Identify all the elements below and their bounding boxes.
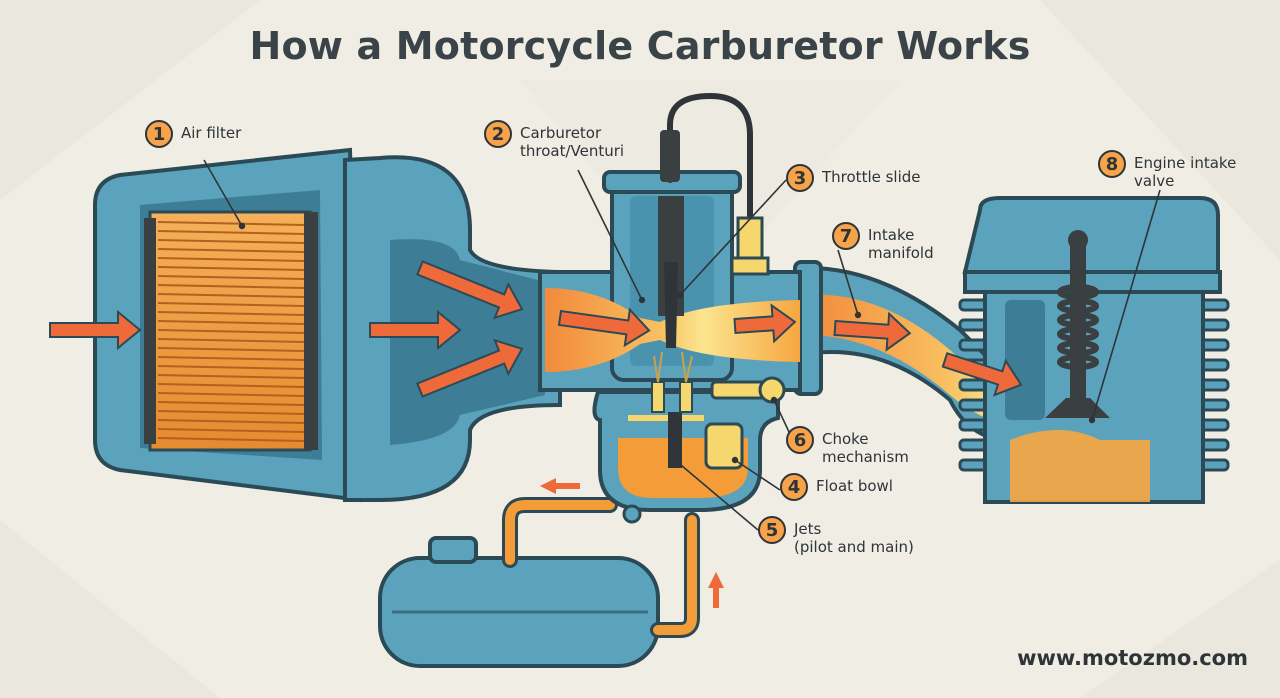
callout-number: 6 (786, 426, 814, 454)
callout-number: 1 (145, 120, 173, 148)
callout-choke: 6 Choke mechanism (786, 426, 909, 466)
flow-arrow (733, 303, 797, 344)
callout-label: Air filter (181, 124, 242, 142)
air-filter-element (144, 210, 318, 452)
callout-label: Carburetor throat/Venturi (520, 124, 625, 160)
engine-head (958, 196, 1230, 504)
callout-number: 5 (758, 516, 786, 544)
callout-carburetor-throat: 2 Carburetor throat/Venturi (484, 120, 624, 160)
callout-intake-valve: 8 Engine intake valve (1098, 150, 1236, 190)
page-title: How a Motorcycle Carburetor Works (249, 24, 1031, 68)
callout-number: 8 (1098, 150, 1126, 178)
idle-screw (730, 216, 770, 276)
callout-air-filter: 1 Air filter (145, 120, 241, 148)
callout-intake-manifold: 7 Intake manifold (832, 222, 934, 262)
callout-throttle-slide: 3 Throttle slide (786, 164, 921, 192)
jets (651, 351, 693, 413)
throttle-cable (660, 92, 753, 233)
callout-jets: 5 Jets (pilot and main) (758, 516, 914, 556)
flow-arrow (833, 311, 912, 352)
callout-label: Engine intake valve (1134, 154, 1237, 190)
callout-number: 4 (780, 473, 808, 501)
callout-label: Choke mechanism (822, 430, 909, 466)
callout-float-bowl: 4 Float bowl (780, 473, 893, 501)
air-flow-arrows (49, 260, 1023, 398)
callout-label: Intake manifold (868, 226, 934, 262)
website-url: www.motozmo.com (1017, 646, 1248, 670)
callout-number: 2 (484, 120, 512, 148)
callout-label: Throttle slide (822, 168, 921, 186)
flow-arrow (49, 309, 142, 351)
callout-number: 3 (786, 164, 814, 192)
callout-label: Float bowl (816, 477, 893, 495)
flow-arrow (557, 307, 651, 348)
fuel-flow-arrows (540, 478, 724, 608)
flow-arrow (416, 260, 524, 320)
choke-mechanism (710, 376, 786, 404)
flow-arrow (416, 338, 524, 398)
fuel-line (502, 497, 700, 638)
flow-arrow (941, 352, 1023, 397)
callout-label: Jets (pilot and main) (794, 520, 914, 556)
flow-arrow (369, 309, 462, 351)
fuel-tank (378, 536, 660, 668)
leader-lines (203, 159, 1161, 531)
callout-number: 7 (832, 222, 860, 250)
float-bowl (592, 390, 780, 524)
